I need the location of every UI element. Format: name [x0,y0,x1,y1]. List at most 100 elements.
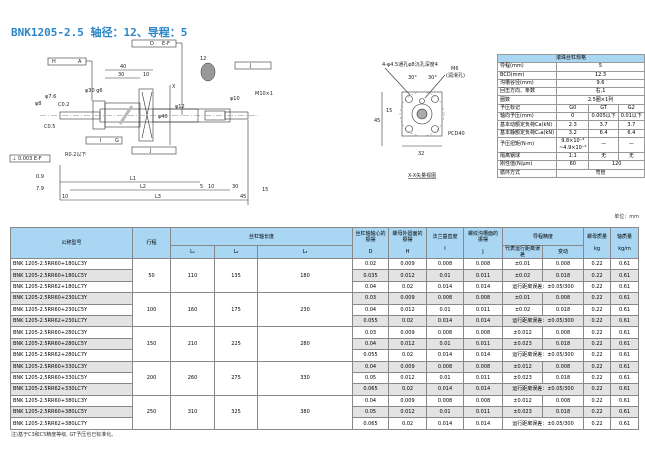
i-cell: 0.014 [426,349,465,362]
h-cell: 0.02 [388,280,428,294]
l3-cell: 230 [256,292,354,328]
view-caption: X-X矢量视图 [408,172,436,179]
h-cell: 0.009 [388,257,428,271]
dia-40: φ40 [158,114,168,120]
model-cell: BNK 1205-2.5RR62+230LC7Y [10,314,133,328]
dim-5: 5 [200,184,203,190]
j-cell: 0.008 [463,257,504,271]
travel-error-cell: 运行距离误差：±0.05/300 [502,383,585,396]
nut-mass-cell: 0.22 [583,337,612,351]
variation-cell: 0.008 [542,326,585,339]
spec-key: 基本静额定负荷C₀a(kN) [496,128,558,138]
h-cell: 0.009 [388,360,428,373]
shaft-mass-cell: 0.61 [610,349,640,362]
dim-15: 15 [262,187,268,193]
dim-40: 40 [120,64,126,70]
spec-key: 隔离钢球 [496,151,558,162]
frame-I: I [100,138,101,144]
header-L3: L₃ [256,245,354,259]
footnote: 注)基于C3和C5精度等级, GT予压也已标准化。 [11,432,117,438]
spec-row: 予压扭矩(N·m)9.8×10⁻³ ~4.9×10⁻²—— [496,136,645,153]
dim-15-side: 15 [386,108,392,114]
model-cell: BNK 1205-2.5RR60+330LC3Y [10,360,133,373]
l2-cell: 225 [214,326,258,362]
spec-value: 5 [556,62,645,72]
l3-cell: 380 [256,394,354,430]
frame-H: H [52,59,56,65]
rep-error-cell: ±0.012 [502,394,544,408]
travel-error-cell: 运行距离误差：±0.05/300 [502,417,585,430]
shaft-mass-cell: 0.61 [610,360,640,373]
d-cell: 0.065 [352,383,390,396]
spec-value: 60 [556,160,590,170]
dim-30b: 30 [232,184,238,190]
d-cell: 0.04 [352,337,390,351]
h-cell: 0.009 [388,394,428,408]
unit-label: 单位：mm [614,214,639,220]
stroke-cell: 150 [132,326,171,362]
h-cell: 0.02 [388,417,428,430]
i-cell: 0.01 [426,337,465,351]
h-cell: 0.012 [388,337,428,351]
frame-J: J [249,63,251,69]
variation-cell: 0.018 [542,337,585,351]
spec-key: 圈数 [496,95,558,105]
d-cell: 0.035 [352,269,390,282]
i-cell: 0.014 [426,383,465,396]
l1-cell: 310 [170,394,215,430]
spec-key: 予压扭矩(N·m) [496,136,558,153]
rep-error-cell: ±0.023 [502,371,544,385]
oil-hole-label: (润滑孔) [446,72,465,79]
dia-12: φ12 [175,104,185,110]
h-cell: 0.009 [388,326,428,339]
h-cell: 0.009 [388,292,428,305]
model-cell: BNK 1205-2.5RR60+280LC5Y [10,337,133,351]
spec-value: 2.3 [556,120,590,130]
nut-mass-cell: 0.22 [583,280,612,294]
spec-key: 回击方向、条数 [496,87,558,97]
shaft-mass-cell: 0.61 [610,371,640,385]
variation-cell: 0.008 [542,394,585,408]
spec-row: 沟槽谷径(mm)9.6 [496,78,645,89]
model-cell: BNK 1205-2.5RR62+180LC7Y [10,280,133,294]
dim-10: 10 [143,72,149,78]
shaft-mass-cell: 0.61 [610,337,640,351]
j-cell: 0.014 [463,383,504,396]
dim-45-side: 45 [374,118,380,124]
spec-value: 1:1 [556,151,590,162]
spec-value: 120 [588,160,645,170]
model-cell: BNK 1205-2.5RR60+330LC5Y [10,371,133,385]
i-cell: 0.008 [426,360,465,373]
i-cell: 0.014 [426,280,465,294]
dim-32-side: 32 [418,151,424,157]
spec-title: 滚珠丝杠规格 [497,53,645,64]
nut-mass-cell: 0.22 [583,349,612,362]
dia-30: φ30 g6 [85,88,103,94]
pcd-label: PCD40 [448,131,465,137]
nut-mass-cell: 0.22 [583,257,612,271]
dia-10: φ10 [230,96,240,102]
variation-cell: 0.008 [542,257,585,271]
dim-L3: L3 [155,194,161,200]
header-model: 公称型号 [10,227,133,259]
spec-value: 3.2 [556,128,590,138]
spec-value: 无 [617,151,645,162]
chamfer-c05: C0.5 [44,124,55,130]
j-cell: 0.011 [463,406,504,419]
l1-cell: 110 [170,257,215,294]
model-cell: BNK 1205-2.5RR62+280LC7Y [10,349,133,362]
stroke-cell: 100 [132,292,171,328]
rep-error-cell: ±0.01 [502,257,544,271]
spec-value: 0.01以下 [617,112,645,122]
rep-error-cell: ±0.02 [502,269,544,282]
j-cell: 0.014 [463,349,504,362]
